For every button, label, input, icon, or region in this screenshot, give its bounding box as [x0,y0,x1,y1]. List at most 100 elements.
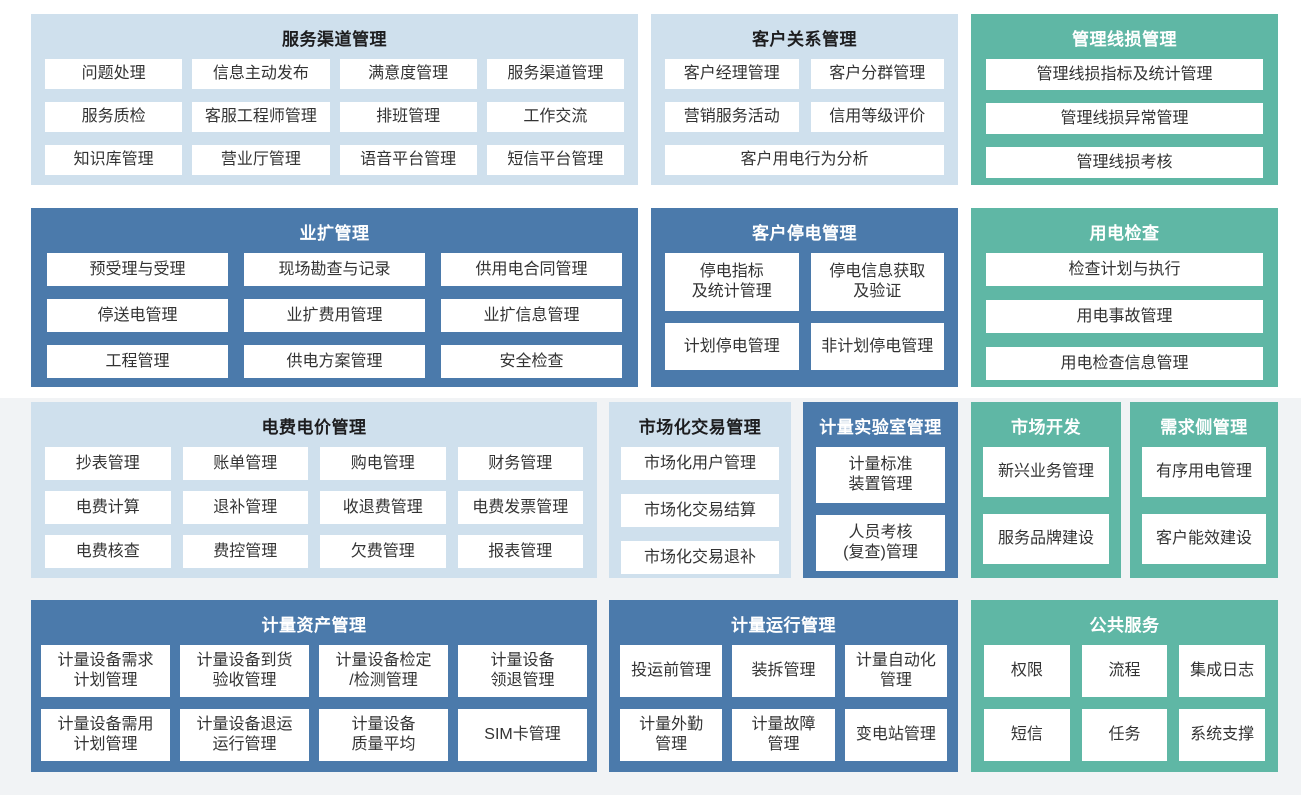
module-chip: 预受理与受理 [47,253,228,286]
module-chip: 计量设备需用 计划管理 [41,709,170,761]
panel-market-trade-management: 市场化交易管理 市场化用户管理 市场化交易结算 市场化交易退补 [609,402,791,578]
module-chip: 账单管理 [182,447,308,480]
panel-items: 检查计划与执行 用电事故管理 用电检查信息管理 [986,253,1263,380]
panel-items: 计量标准 装置管理 人员考核 (复查)管理 [816,447,945,571]
module-chip: 人员考核 (复查)管理 [816,515,945,571]
module-chip: 投运前管理 [620,645,723,697]
module-chip: 知识库管理 [45,145,183,175]
module-chip: 供电方案管理 [244,345,425,378]
panel-items: 权限 流程 集成日志 短信 任务 系统支撑 [984,645,1265,761]
module-chip: 有序用电管理 [1142,447,1266,497]
panel-title: 客户停电管理 [752,224,857,243]
module-chip: 财务管理 [457,447,583,480]
panel-metering-assets-management: 计量资产管理 计量设备需求 计划管理 计量设备到货 验收管理 计量设备检定 /检… [31,600,597,772]
panel-title: 公共服务 [1089,616,1160,635]
panel-items: 停电指标 及统计管理 停电信息获取 及验证 计划停电管理 非计划停电管理 [665,253,944,373]
module-chip: 电费计算 [45,491,171,524]
module-chip: 用电检查信息管理 [986,347,1263,380]
module-chip: 供用电合同管理 [441,253,622,286]
panel-items: 计量设备需求 计划管理 计量设备到货 验收管理 计量设备检定 /检测管理 计量设… [41,645,587,761]
panel-demand-side-management: 需求侧管理 有序用电管理 客户能效建设 [1130,402,1278,578]
panel-title: 用电检查 [1089,224,1160,243]
panel-items: 管理线损指标及统计管理 管理线损异常管理 管理线损考核 [986,59,1263,178]
module-chip: 管理线损异常管理 [986,103,1263,134]
panel-public-services: 公共服务 权限 流程 集成日志 短信 任务 系统支撑 [971,600,1278,772]
module-chip: 营销服务活动 [665,102,799,132]
module-chip: 收退费管理 [320,491,446,524]
module-chip: 计量外勤 管理 [620,709,723,761]
panel-business-expansion-management: 业扩管理 预受理与受理 现场勘查与记录 供用电合同管理 停送电管理 业扩费用管理… [31,208,638,387]
panel-title: 管理线损管理 [1072,30,1177,49]
module-chip: 市场化用户管理 [621,447,779,480]
module-chip: 系统支撑 [1179,709,1265,761]
module-chip: 权限 [984,645,1070,697]
panel-title: 市场化交易管理 [638,418,762,437]
module-chip: 客服工程师管理 [192,102,330,132]
panel-items: 新兴业务管理 服务品牌建设 [983,447,1109,565]
panel-title: 需求侧管理 [1160,418,1248,437]
panel-items: 客户经理管理 客户分群管理 营销服务活动 信用等级评价 客户用电行为分析 [665,59,944,175]
panel-title: 计量运行管理 [731,616,836,635]
module-chip: 流程 [1081,645,1168,697]
module-chip: 停送电管理 [47,299,228,332]
module-chip: 计量设备退运 运行管理 [180,709,309,761]
module-chip: 短信平台管理 [486,145,624,175]
panel-metering-lab-management: 计量实验室管理 计量标准 装置管理 人员考核 (复查)管理 [803,402,958,578]
panel-title: 服务渠道管理 [282,30,387,49]
panel-items: 抄表管理 账单管理 购电管理 财务管理 电费计算 退补管理 收退费管理 电费发票… [45,447,583,568]
panel-items: 问题处理 信息主动发布 满意度管理 服务渠道管理 服务质检 客服工程师管理 排班… [45,59,624,175]
module-chip: 管理线损考核 [986,147,1263,178]
module-chip: 计量设备需求 计划管理 [41,645,170,697]
module-chip: 计量设备 领退管理 [458,645,587,697]
module-chip: 退补管理 [182,491,308,524]
module-chip: 用电事故管理 [986,300,1263,333]
panel-title: 客户关系管理 [752,30,857,49]
module-chip: 计量设备检定 /检测管理 [319,645,448,697]
module-chip: 费控管理 [182,535,308,568]
module-chip: 新兴业务管理 [983,447,1109,497]
module-chip: 信息主动发布 [192,59,330,89]
module-chip: 业扩信息管理 [441,299,622,332]
panel-title: 计量资产管理 [261,616,367,635]
panel-power-inspection: 用电检查 检查计划与执行 用电事故管理 用电检查信息管理 [971,208,1278,387]
module-chip: 电费发票管理 [457,491,583,524]
panel-title: 业扩管理 [299,224,370,243]
module-chip: 工作交流 [486,102,624,132]
module-chip: 非计划停电管理 [810,323,944,370]
module-chip: 客户经理管理 [665,59,799,89]
module-chip: 计量故障 管理 [732,709,835,761]
module-chip: 服务渠道管理 [486,59,624,89]
module-chip: 计量设备 质量平均 [319,709,448,761]
module-chip: 业扩费用管理 [244,299,425,332]
module-chip: 客户分群管理 [810,59,944,89]
module-chip: 电费核查 [45,535,171,568]
module-chip: 服务品牌建设 [983,514,1109,564]
module-chip: 排班管理 [339,102,477,132]
panel-items: 预受理与受理 现场勘查与记录 供用电合同管理 停送电管理 业扩费用管理 业扩信息… [47,253,622,378]
panel-market-development: 市场开发 新兴业务管理 服务品牌建设 [971,402,1121,578]
module-chip: 管理线损指标及统计管理 [986,59,1263,90]
module-chip: 计划停电管理 [665,323,799,370]
panel-title: 电费电价管理 [261,418,367,437]
panel-billing-pricing-management: 电费电价管理 抄表管理 账单管理 购电管理 财务管理 电费计算 退补管理 收退费… [31,402,597,578]
module-chip: 满意度管理 [339,59,477,89]
module-chip: 计量自动化 管理 [844,645,947,697]
panel-metering-operation-management: 计量运行管理 投运前管理 装拆管理 计量自动化 管理 计量外勤 管理 计量故障 … [609,600,958,772]
panel-items: 有序用电管理 客户能效建设 [1142,447,1266,565]
module-chip: 工程管理 [47,345,228,378]
panel-service-channel-management: 服务渠道管理 问题处理 信息主动发布 满意度管理 服务渠道管理 服务质检 客服工… [31,14,638,185]
module-chip: 集成日志 [1179,645,1265,697]
module-chip: 营业厅管理 [192,145,330,175]
panel-line-loss-management: 管理线损管理 管理线损指标及统计管理 管理线损异常管理 管理线损考核 [971,14,1278,185]
panel-customer-outage-management: 客户停电管理 停电指标 及统计管理 停电信息获取 及验证 计划停电管理 非计划停… [651,208,958,387]
module-chip: 安全检查 [441,345,622,378]
module-chip: 装拆管理 [732,645,835,697]
module-chip: 任务 [1081,709,1168,761]
module-chip: 计量标准 装置管理 [816,447,945,503]
module-chip: 语音平台管理 [339,145,477,175]
module-chip: 欠费管理 [320,535,446,568]
module-chip: 客户用电行为分析 [665,145,944,175]
module-chip: 停电指标 及统计管理 [665,253,799,311]
module-chip: 短信 [984,709,1070,761]
